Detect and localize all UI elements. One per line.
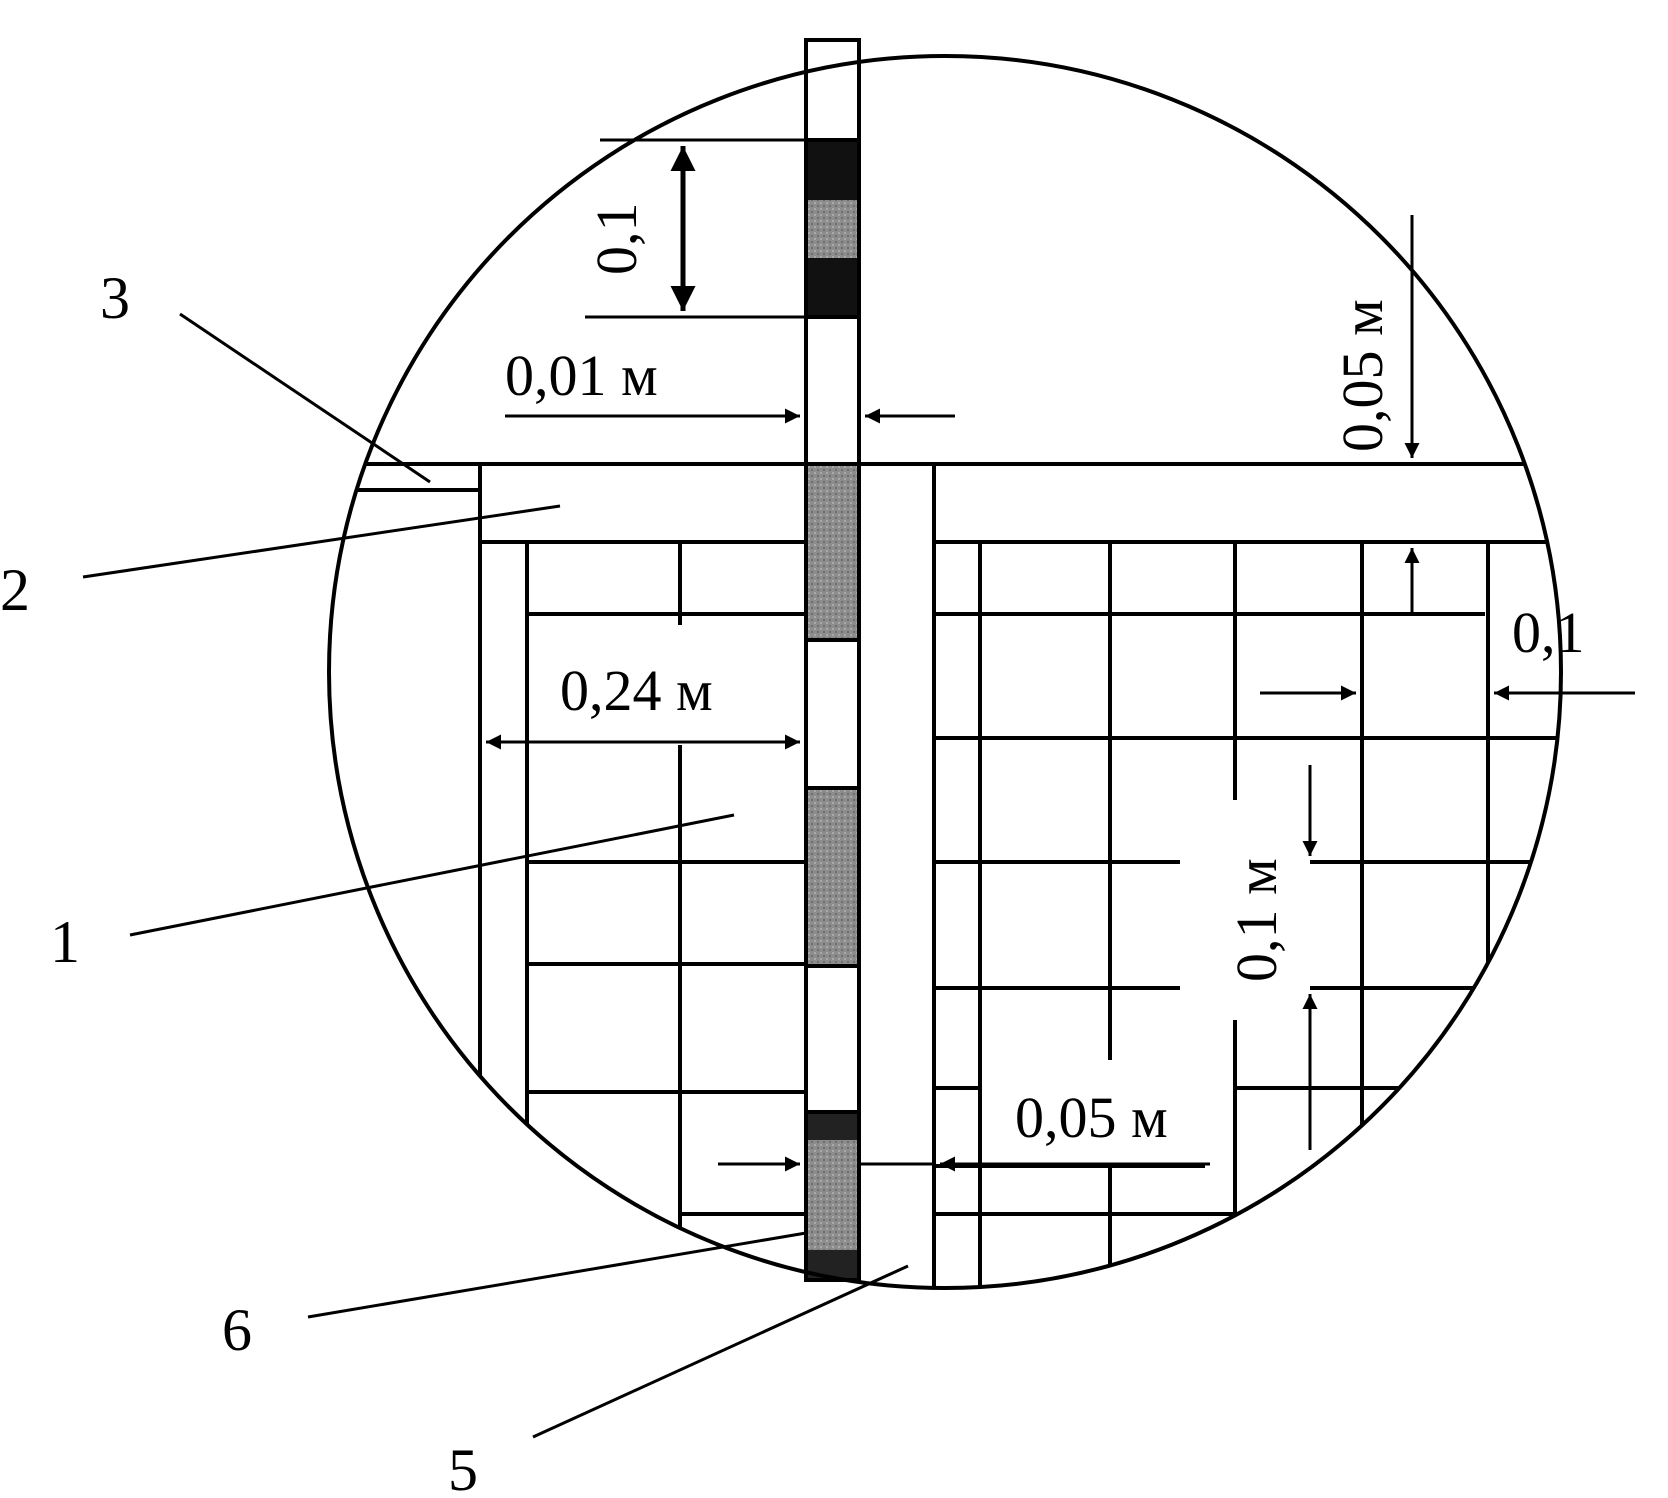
- dim-stripe-width: 0,01 м: [505, 343, 658, 408]
- callout-leaders: [82, 312, 909, 1439]
- masonry-grid: [329, 462, 1561, 1288]
- dim-cell-width: 0,1: [1512, 600, 1585, 665]
- stripe-segment-shaded-4: [808, 1140, 857, 1250]
- stripe-segment-white-3: [804, 638, 861, 790]
- stripe-segment-shaded-2: [804, 462, 861, 642]
- callout-3: 3: [100, 265, 130, 331]
- dim-slot-width: 0,05 м: [1015, 1085, 1168, 1150]
- dim-first-row-width: 0,24 м: [560, 658, 713, 723]
- stripe-segment-shaded-3: [804, 786, 861, 968]
- dim-top-gap: 0,05 м: [1330, 299, 1395, 452]
- stripe-segment-shaded-1: [808, 200, 857, 258]
- callout-1: 1: [50, 909, 80, 975]
- callout-5: 5: [448, 1437, 478, 1498]
- callout-2: 2: [0, 557, 30, 623]
- callout-6: 6: [222, 1297, 252, 1363]
- stripe-segment-white-2: [804, 315, 861, 466]
- dim-cell-height: 0,1 м: [1224, 858, 1289, 982]
- banded-stripe: [804, 38, 861, 1282]
- stripe-segment-white-4: [804, 964, 861, 1114]
- stripe-segment-white-1: [804, 38, 861, 142]
- dimension-lines: [486, 138, 1635, 1172]
- detail-circle: [327, 54, 1563, 1290]
- dim-top-stripe-height: 0,1: [584, 203, 649, 276]
